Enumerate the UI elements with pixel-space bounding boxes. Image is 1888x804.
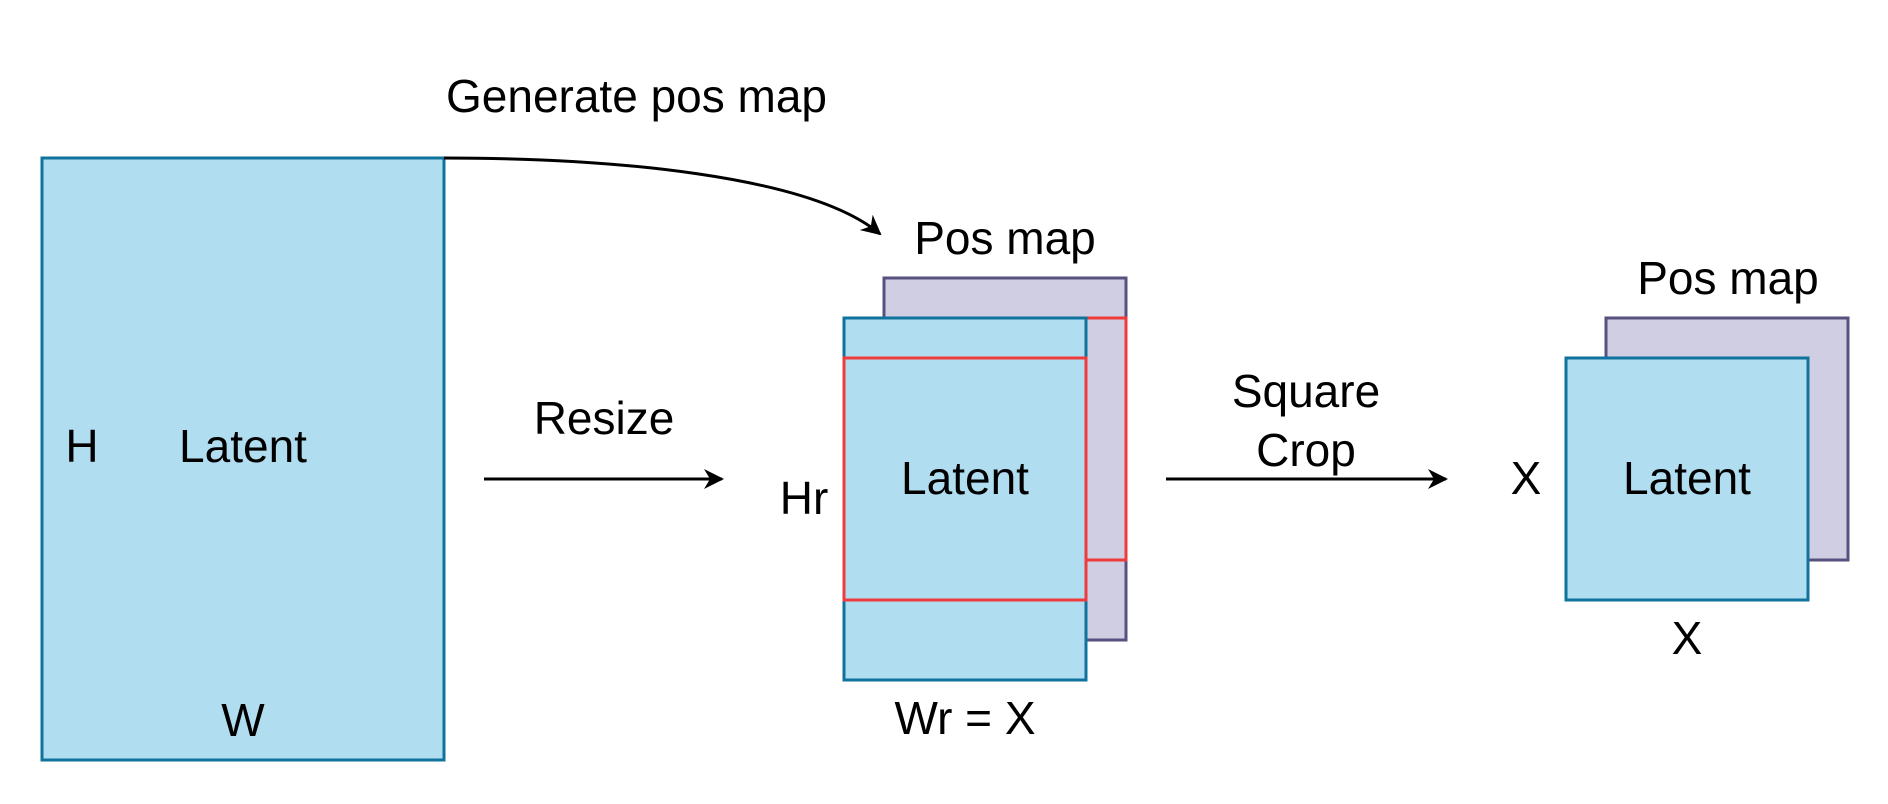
stage2-width-label: Wr = X	[894, 692, 1035, 744]
stage3-latent-block	[1564, 356, 1810, 602]
stage2-posmap-label: Pos map	[914, 212, 1096, 264]
stage1-latent-label: Latent	[179, 420, 307, 472]
stage1-latent-block	[40, 156, 446, 762]
stage2-latent-crop-region	[842, 356, 1088, 602]
stage3-width-label: X	[1672, 612, 1703, 664]
generate-pos-map-arrow	[443, 156, 882, 236]
stage2-height-label: Hr	[780, 472, 829, 524]
stage3-height-label: X	[1511, 452, 1542, 504]
generate-pos-map-label: Generate pos map	[446, 70, 827, 122]
stage3-latent-label: Latent	[1623, 452, 1751, 504]
stage1-width-label: W	[221, 694, 265, 746]
resize-label: Resize	[534, 392, 675, 444]
square-crop-label-line1: Square	[1232, 365, 1380, 417]
stage2-latent-block	[842, 316, 1088, 682]
stage3-posmap-label: Pos map	[1637, 252, 1819, 304]
stage1-height-label: H	[65, 420, 98, 472]
stage2-latent-label: Latent	[901, 452, 1029, 504]
square-crop-label-line2: Crop	[1256, 424, 1356, 476]
